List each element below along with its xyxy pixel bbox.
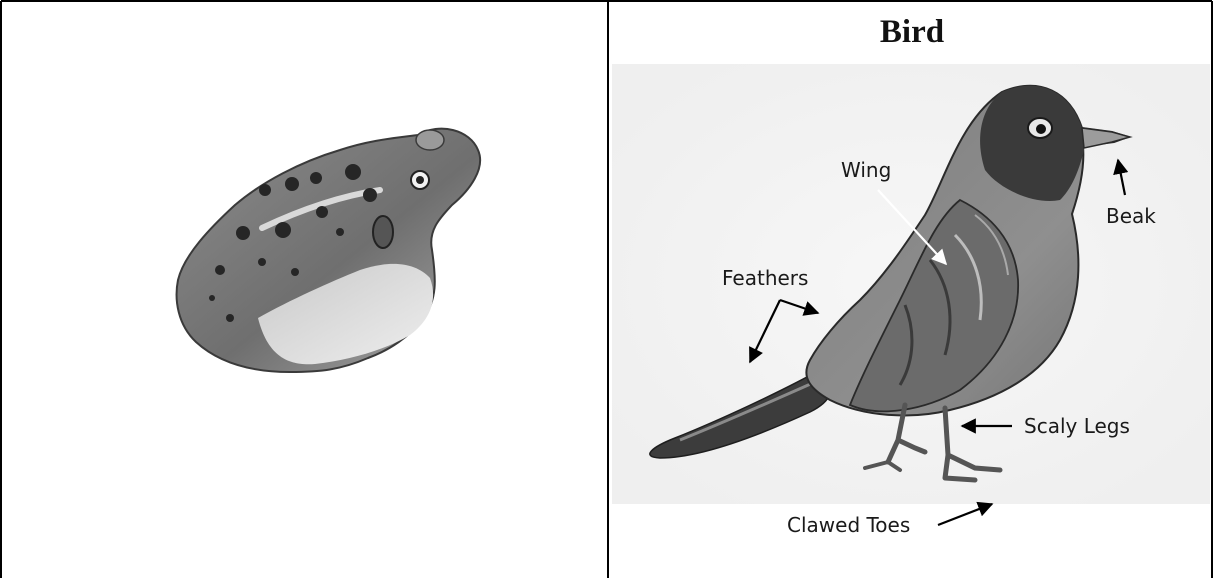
label-wing: Wing — [841, 158, 891, 182]
clawed-toes-arrow — [938, 504, 992, 525]
panel-title-bird: Bird — [812, 14, 1012, 51]
label-scaly-legs: Scaly Legs — [1024, 414, 1130, 438]
frog-illustration — [177, 129, 481, 372]
label-clawed-toes: Clawed Toes — [787, 513, 910, 537]
label-feathers: Feathers — [722, 266, 808, 290]
label-beak: Beak — [1106, 204, 1156, 228]
bird-illustration — [612, 64, 1210, 504]
